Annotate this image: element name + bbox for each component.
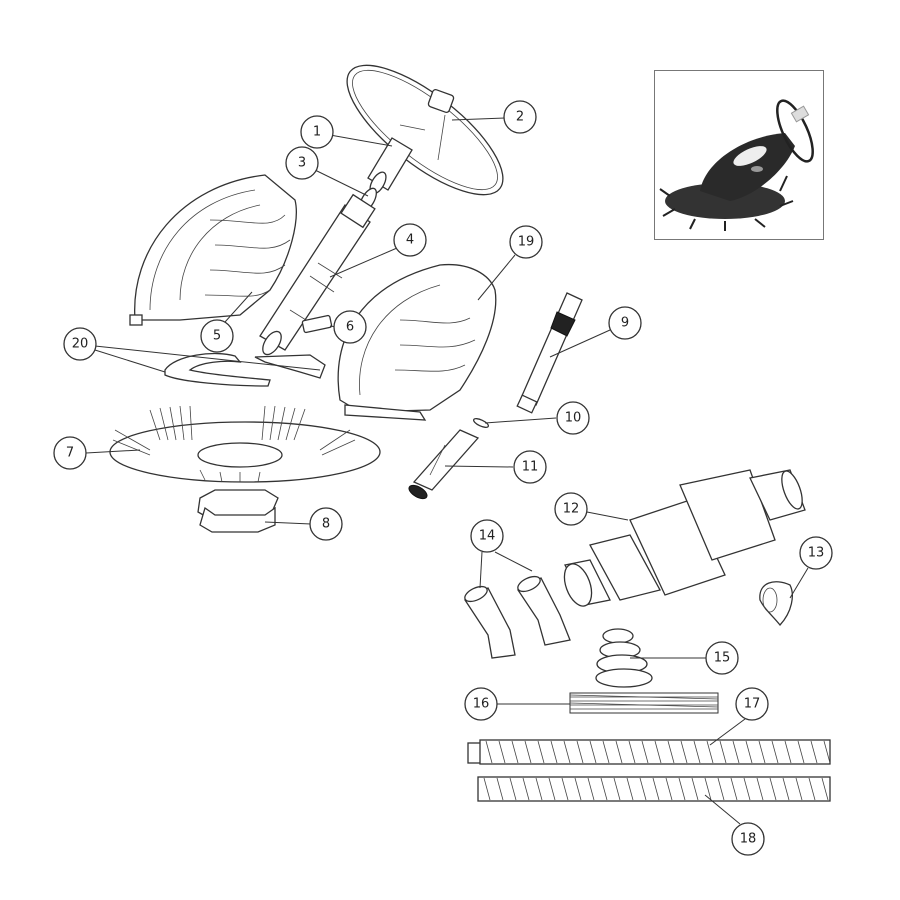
callout-1: 1 bbox=[300, 115, 334, 149]
part-18-hose-section bbox=[477, 776, 831, 802]
callout-circle bbox=[608, 306, 642, 340]
callout-18: 18 bbox=[731, 822, 765, 856]
callout-number: 16 bbox=[473, 697, 490, 712]
callout-circle bbox=[63, 327, 97, 361]
callout-11: 11 bbox=[513, 450, 547, 484]
callout-circle bbox=[309, 507, 343, 541]
callout-5: 5 bbox=[200, 319, 234, 353]
callout-4: 4 bbox=[393, 223, 427, 257]
callout-15: 15 bbox=[705, 641, 739, 675]
callout-circle bbox=[705, 641, 739, 675]
callout-circle bbox=[554, 492, 588, 526]
callout-number: 9 bbox=[621, 316, 629, 331]
part-11-valve bbox=[408, 429, 480, 500]
callout-19: 19 bbox=[509, 225, 543, 259]
part-5-left-housing-shell bbox=[129, 174, 297, 326]
callout-circle bbox=[200, 319, 234, 353]
callout-circle bbox=[464, 687, 498, 721]
callout-circle bbox=[393, 223, 427, 257]
callout-circle bbox=[799, 536, 833, 570]
part-13-clip-ring bbox=[759, 581, 793, 626]
callout-6: 6 bbox=[333, 310, 367, 344]
callout-circle bbox=[470, 519, 504, 553]
callout-number: 15 bbox=[714, 651, 731, 666]
callout-number: 7 bbox=[66, 446, 74, 461]
part-16-mesh-weight bbox=[569, 692, 719, 714]
callout-number: 20 bbox=[72, 337, 89, 352]
part-19-right-housing-shell bbox=[337, 263, 497, 421]
callout-number: 17 bbox=[744, 697, 761, 712]
part-8-foot-pad bbox=[197, 489, 279, 533]
leader-lines bbox=[85, 117, 809, 825]
callout-circle bbox=[513, 450, 547, 484]
callout-number: 10 bbox=[565, 411, 582, 426]
callout-9: 9 bbox=[608, 306, 642, 340]
callout-number: 18 bbox=[740, 832, 757, 847]
callout-20: 20 bbox=[63, 327, 97, 361]
callout-circle bbox=[735, 687, 769, 721]
callout-circle bbox=[503, 100, 537, 134]
part-15-cone-adapter bbox=[595, 628, 653, 688]
part-9-tube bbox=[516, 292, 583, 414]
assembled-product-inset bbox=[654, 70, 824, 240]
part-4-swivel-body bbox=[259, 193, 376, 356]
callout-circle bbox=[556, 401, 590, 435]
callout-number: 3 bbox=[298, 156, 306, 171]
part-7-disc bbox=[109, 405, 381, 483]
callout-3: 3 bbox=[285, 146, 319, 180]
pool-cleaner-photo-icon bbox=[659, 99, 814, 231]
part-17-hose-section-male bbox=[467, 739, 831, 765]
callout-8: 8 bbox=[309, 507, 343, 541]
callout-circle bbox=[731, 822, 765, 856]
callout-number: 4 bbox=[406, 233, 414, 248]
callout-12: 12 bbox=[554, 492, 588, 526]
callout-10: 10 bbox=[556, 401, 590, 435]
callout-circle bbox=[53, 436, 87, 470]
callout-circle bbox=[285, 146, 319, 180]
callout-number: 1 bbox=[313, 125, 321, 140]
callout-circle bbox=[300, 115, 334, 149]
callout-number: 12 bbox=[563, 502, 580, 517]
callout-13: 13 bbox=[799, 536, 833, 570]
callout-circle bbox=[333, 310, 367, 344]
callout-number: 13 bbox=[808, 546, 825, 561]
part-10-o-ring bbox=[472, 418, 490, 428]
callout-2: 2 bbox=[503, 100, 537, 134]
part-20-flap-retainer bbox=[164, 352, 326, 387]
callout-14: 14 bbox=[470, 519, 504, 553]
callout-16: 16 bbox=[464, 687, 498, 721]
part-1-swivel-pipe bbox=[367, 137, 413, 195]
callout-number: 6 bbox=[346, 320, 354, 335]
part-2-deflector-wheel bbox=[346, 64, 504, 196]
callout-7: 7 bbox=[53, 436, 87, 470]
part-14-elbows bbox=[464, 575, 571, 659]
callout-number: 11 bbox=[522, 460, 539, 475]
part-12-regulator-valve bbox=[563, 469, 806, 607]
callout-number: 8 bbox=[322, 517, 330, 532]
callout-circle bbox=[509, 225, 543, 259]
callout-number: 2 bbox=[516, 110, 524, 125]
callout-number: 5 bbox=[213, 329, 221, 344]
callout-17: 17 bbox=[735, 687, 769, 721]
callout-number: 19 bbox=[518, 235, 535, 250]
part-6-key bbox=[301, 314, 333, 334]
callout-number: 14 bbox=[479, 529, 496, 544]
